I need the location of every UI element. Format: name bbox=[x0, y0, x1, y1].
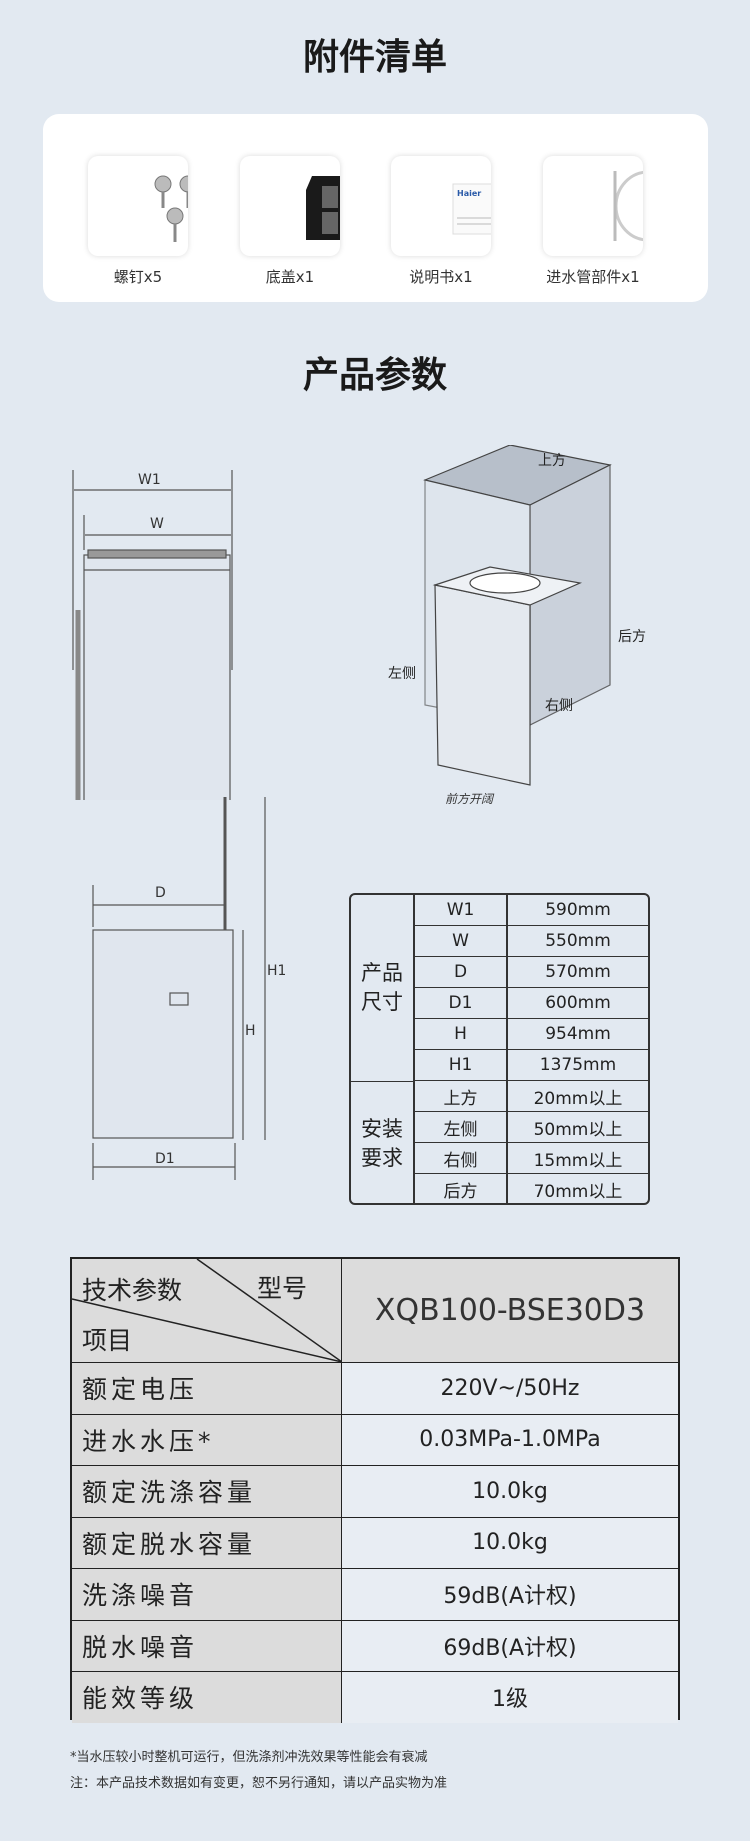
accessory-bottom-cover: 底盖x1 bbox=[240, 156, 340, 287]
spec-value: 954mm bbox=[545, 1024, 611, 1045]
spec-value: 15mm以上 bbox=[533, 1150, 623, 1171]
spec-key: D bbox=[415, 957, 508, 988]
spec-key: W1 bbox=[415, 895, 508, 926]
accessory-label: 进水管部件x1 bbox=[546, 268, 640, 286]
accessories-card: 螺钉x5 底盖x1 Haier 说明书x1 进水管部件x1 bbox=[43, 114, 708, 302]
tech-value: 69dB(A计权) bbox=[342, 1620, 678, 1671]
d1-label: D1 bbox=[155, 1151, 175, 1167]
spec-key: 右侧 bbox=[415, 1143, 508, 1174]
front-clearance-label: 前方开阔 bbox=[445, 792, 495, 806]
tech-key: 洗涤噪音 bbox=[72, 1569, 342, 1620]
footnote-disclaimer: 注：本产品技术数据如有变更，恕不另行通知，请以产品实物为准 bbox=[70, 1776, 448, 1791]
tech-value: 59dB(A计权) bbox=[342, 1569, 678, 1620]
front-view-diagram: W1 W bbox=[72, 470, 233, 800]
tech-key: 能效等级 bbox=[72, 1672, 342, 1723]
accessory-inlet-hose: 进水管部件x1 bbox=[543, 156, 643, 287]
spec-row: 上方 20mm以上 bbox=[415, 1081, 648, 1113]
spec-row: 后方 70mm以上 bbox=[415, 1174, 648, 1203]
header-model: 型号 bbox=[257, 1274, 308, 1303]
tech-value: 220V~/50Hz bbox=[342, 1363, 678, 1414]
d-label: D bbox=[155, 885, 166, 901]
installation-clearance-diagram: 上方 后方 左侧 右侧 前方开阔 bbox=[388, 445, 646, 806]
tech-value: 0.03MPa-1.0MPa bbox=[342, 1414, 678, 1465]
spec-group-label: 产品 尺寸 bbox=[351, 895, 415, 1081]
spec-key: D1 bbox=[415, 988, 508, 1019]
tech-key: 额定洗涤容量 bbox=[72, 1466, 342, 1517]
bottom-cover-icon bbox=[240, 156, 340, 256]
accessory-label: 说明书x1 bbox=[409, 268, 473, 286]
spec-row: H1 1375mm bbox=[415, 1050, 648, 1082]
left-clearance-label: 左侧 bbox=[388, 666, 416, 682]
spec-value: 570mm bbox=[545, 962, 611, 983]
spec-key: 后方 bbox=[415, 1174, 508, 1203]
top-clearance-label: 上方 bbox=[538, 453, 566, 469]
h1-label: H1 bbox=[267, 963, 285, 979]
spec-value: 50mm以上 bbox=[533, 1119, 623, 1140]
tech-key: 额定脱水容量 bbox=[72, 1517, 342, 1568]
header-param: 技术参数 bbox=[82, 1276, 183, 1305]
tech-key: 脱水噪音 bbox=[72, 1620, 342, 1671]
spec-key: W bbox=[415, 926, 508, 957]
model-number: XQB100-BSE30D3 bbox=[342, 1259, 678, 1362]
tech-key: 进水水压* bbox=[72, 1414, 342, 1465]
spec-value: 590mm bbox=[545, 900, 611, 921]
svg-text:Haier: Haier bbox=[457, 189, 481, 198]
manual-icon: Haier bbox=[391, 156, 491, 256]
accessory-screws: 螺钉x5 bbox=[88, 156, 188, 287]
inlet-hose-icon bbox=[543, 156, 643, 256]
spec-row: W 550mm bbox=[415, 926, 648, 958]
spec-row: 左侧 50mm以上 bbox=[415, 1112, 648, 1144]
tech-value: 1级 bbox=[342, 1672, 678, 1723]
footnote-pressure: *当水压较小时整机可运行，但洗涤剂冲洗效果等性能会有衰减 bbox=[70, 1750, 428, 1765]
spec-row: D1 600mm bbox=[415, 988, 648, 1020]
spec-row: D 570mm bbox=[415, 957, 648, 989]
spec-group-label: 安装 要求 bbox=[351, 1081, 415, 1203]
accessory-label: 螺钉x5 bbox=[113, 268, 163, 286]
accessory-manual: Haier 说明书x1 bbox=[391, 156, 491, 287]
side-view-diagram: D D1 H H1 bbox=[92, 797, 285, 1180]
tech-value: 10.0kg bbox=[342, 1517, 678, 1568]
tech-value: 10.0kg bbox=[342, 1466, 678, 1517]
header-diagonal-cell: 技术参数 型号 项目 bbox=[72, 1259, 342, 1362]
spec-value: 600mm bbox=[545, 993, 611, 1014]
spec-row: 右侧 15mm以上 bbox=[415, 1143, 648, 1175]
header-item: 项目 bbox=[82, 1326, 133, 1355]
spec-row: W1 590mm bbox=[415, 895, 648, 927]
spec-key: 上方 bbox=[415, 1081, 508, 1112]
w-label: W bbox=[150, 516, 164, 532]
screws-icon bbox=[88, 156, 188, 256]
params-title: 产品参数 bbox=[302, 355, 447, 396]
spec-key: H bbox=[415, 1019, 508, 1050]
right-clearance-label: 右侧 bbox=[545, 698, 573, 714]
accessory-label: 底盖x1 bbox=[265, 268, 315, 286]
spec-value: 550mm bbox=[545, 931, 611, 952]
tech-key: 额定电压 bbox=[72, 1363, 342, 1414]
spec-key: 左侧 bbox=[415, 1112, 508, 1143]
tech-row: 进水水压*0.03MPa-1.0MPa bbox=[72, 1413, 678, 1465]
h-label: H bbox=[245, 1023, 256, 1039]
back-clearance-label: 后方 bbox=[618, 629, 646, 645]
spec-value: 1375mm bbox=[539, 1055, 617, 1076]
w1-label: W1 bbox=[138, 472, 161, 488]
spec-value: 20mm以上 bbox=[533, 1088, 623, 1109]
accessories-title: 附件清单 bbox=[302, 37, 447, 78]
spec-value: 70mm以上 bbox=[533, 1181, 623, 1202]
spec-key: H1 bbox=[415, 1050, 508, 1081]
spec-row: H 954mm bbox=[415, 1019, 648, 1051]
